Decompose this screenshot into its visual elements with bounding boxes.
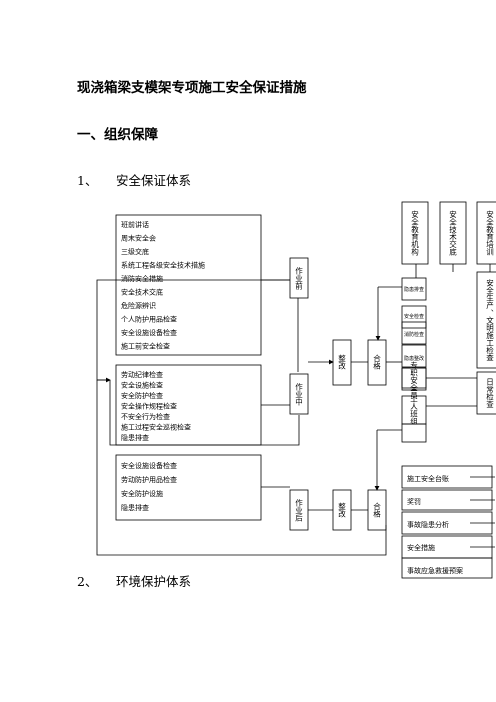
in-work-item-2: 安全防护检查 bbox=[121, 391, 163, 400]
in-work-item-5: 施工过程安全巡视检查 bbox=[121, 423, 191, 432]
rect-label-correct-2: 整改 bbox=[337, 501, 346, 519]
section-heading: 一、组织保障 bbox=[77, 127, 158, 143]
rect-label-pass-2: 合格 bbox=[372, 501, 381, 519]
in-work-item-4: 不安全行为检查 bbox=[121, 412, 170, 421]
pre-work-item-7: 个人防护用品检查 bbox=[121, 315, 177, 324]
post-work-item-0: 安全设施设备检查 bbox=[121, 461, 177, 470]
bottom-right-item-2: 事故隐患分析 bbox=[407, 520, 449, 529]
item-number-1: 1、 bbox=[77, 173, 98, 188]
pm-box-2: 工人班组 bbox=[409, 395, 418, 425]
mid-left-item-1: 安全检查 bbox=[404, 313, 424, 320]
in-work-list: 劳动纪律检查安全设施检查安全防护检查安全操作规程检查不安全行为检查施工过程安全巡… bbox=[121, 370, 191, 442]
pre-work-item-9: 施工前安全检查 bbox=[121, 342, 170, 351]
mid-left-item-2: 消防检查 bbox=[404, 331, 424, 338]
post-work-item-1: 劳动防护用品检查 bbox=[121, 475, 177, 484]
in-work-item-0: 劳动纪律检查 bbox=[121, 370, 163, 379]
mid-left-item-0: 隐患排查 bbox=[404, 286, 424, 293]
in-work-item-1: 安全设施检查 bbox=[121, 381, 163, 390]
item-number-2: 2、 bbox=[77, 574, 98, 589]
pre-work-item-2: 三级交底 bbox=[121, 247, 149, 256]
pre-work-item-3: 系统工程各级安全技术措施 bbox=[121, 261, 205, 270]
post-work-item-2: 安全防护设施 bbox=[121, 489, 163, 498]
stage-before: 作业前 bbox=[294, 265, 303, 290]
right-mid-a: 安全生产、文明施工检查 bbox=[485, 277, 494, 361]
pre-work-list: 班前讲话周末安全会三级交底系统工程各级安全技术措施消防安全措施安全技术交底危险源… bbox=[121, 220, 205, 351]
bottom-right-item-0: 施工安全台账 bbox=[407, 474, 449, 483]
top-box-2: 安全技术交底 bbox=[448, 209, 457, 256]
stage-during: 作业中 bbox=[294, 381, 303, 406]
top-box-3: 安全教育培训 bbox=[485, 209, 494, 256]
pre-work-item-8: 安全设施设备检查 bbox=[121, 328, 177, 337]
post-work-item-3: 隐患排查 bbox=[121, 503, 149, 512]
pre-work-item-4: 消防安全措施 bbox=[121, 274, 163, 283]
right-mid-b: 日常检查 bbox=[485, 378, 494, 409]
document-title: 现浇箱梁支模架专项施工安全保证措施 bbox=[77, 80, 307, 96]
rect-label-pass: 合格 bbox=[372, 353, 381, 371]
pre-work-item-5: 安全技术交底 bbox=[121, 288, 163, 297]
pm-box-1: 专职安全员 bbox=[409, 360, 418, 400]
pre-work-item-6: 危险源辨识 bbox=[121, 301, 156, 310]
top-box-1: 安全教育机构 bbox=[410, 209, 419, 256]
pre-work-item-1: 周末安全会 bbox=[121, 234, 156, 243]
in-work-item-3: 安全操作规程检查 bbox=[121, 402, 177, 411]
mid-left-item-3: 隐患整改 bbox=[404, 355, 424, 362]
in-work-item-6: 隐患排查 bbox=[121, 433, 149, 442]
bottom-right-item-1: 奖罚 bbox=[407, 497, 421, 506]
item-label-1: 安全保证体系 bbox=[116, 173, 192, 188]
rect-label-correct: 整改 bbox=[337, 353, 346, 371]
bottom-right-item-3: 安全措施 bbox=[407, 543, 435, 552]
bottom-right-item-4: 事故应急救援预案 bbox=[407, 566, 463, 575]
item-label-2: 环境保护体系 bbox=[116, 574, 192, 589]
stage-after: 作业后 bbox=[294, 497, 303, 522]
pre-work-item-0: 班前讲话 bbox=[121, 220, 149, 229]
